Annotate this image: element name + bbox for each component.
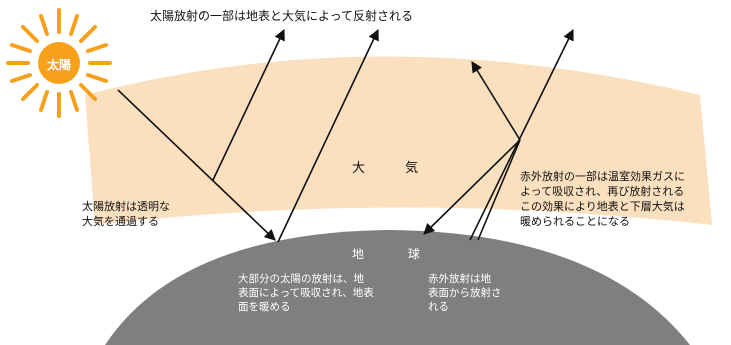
surface-reflection-arrow <box>277 28 379 243</box>
earth-right-caption: 赤外放射は地 表面から放射さ れる <box>428 273 502 314</box>
incoming-solar-arrow <box>117 89 276 241</box>
sun-icon <box>6 8 112 118</box>
atmosphere-reflection-arrow <box>212 28 285 181</box>
earth-dome <box>105 230 690 345</box>
sun-label: 太陽 <box>46 58 71 72</box>
infrared-back-radiation-arrow <box>423 139 521 235</box>
atmosphere-band <box>85 56 712 225</box>
infrared-to-space-arrow <box>469 28 574 241</box>
earth-left-caption: 大部分の太陽の放射は、地 表面によって吸収され、地表 面を暖める <box>238 273 374 314</box>
infrared-from-surface-arrow <box>477 139 521 241</box>
infrared-escape-arrow <box>471 61 521 141</box>
right-caption: 赤外放射の一部は温室効果ガスに よって吸収され、再び放射される この効果により地… <box>520 170 685 228</box>
top-caption: 太陽放射の一部は地表と大気によって反射される <box>150 9 414 23</box>
earth-label: 地 球 <box>352 247 440 261</box>
atmosphere-label: 大 気 <box>352 161 437 176</box>
left-caption: 太陽放射は透明な 大気を通過する <box>82 200 170 228</box>
